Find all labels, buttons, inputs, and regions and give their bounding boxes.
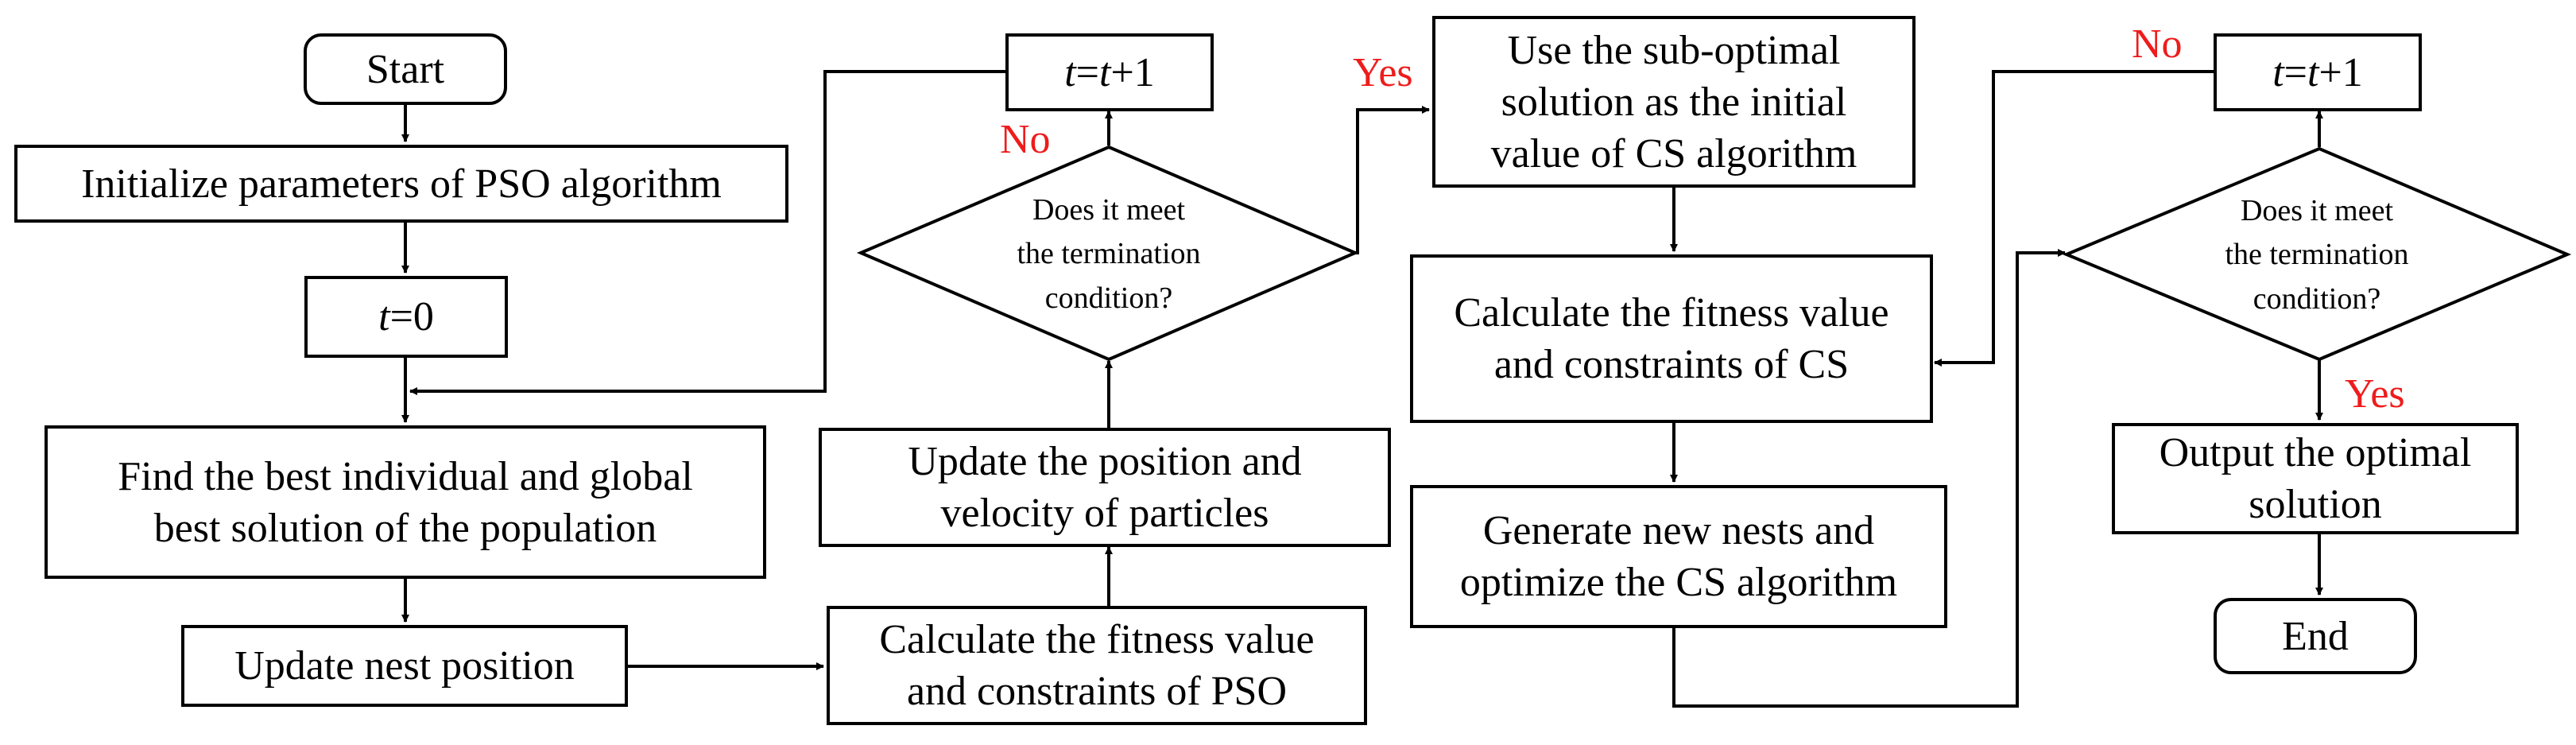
increment-t-box-pso: t=t+1 — [1005, 33, 1214, 111]
sub-optimal-box: Use the sub-optimal solution as the init… — [1432, 16, 1916, 188]
decision-diamond-pso — [856, 145, 1360, 362]
termination-question-pso: Does it meet the termination condition? — [1017, 193, 1201, 315]
update-nest-label: Update nest position — [234, 643, 575, 689]
calc-pso-label: Calculate the fitness value and constrai… — [879, 617, 1315, 714]
calc-cs-box: Calculate the fitness value and constrai… — [1410, 254, 1933, 423]
t-zero-rest: =0 — [389, 294, 434, 340]
increment-t-box-cs: t=t+1 — [2214, 33, 2422, 111]
arrow-gen-to-decision2 — [1672, 249, 2066, 708]
calc-cs-label: Calculate the fitness value and constrai… — [1454, 290, 1889, 387]
start-label: Start — [366, 46, 445, 92]
init-pso-label: Initialize parameters of PSO algorithm — [81, 161, 722, 207]
arrow-decision1-yes — [1355, 106, 1430, 254]
find-best-box: Find the best individual and global best… — [45, 425, 766, 579]
end-terminal: End — [2214, 598, 2417, 674]
generate-nests-box: Generate new nests and optimize the CS a… — [1410, 485, 1947, 628]
decision-diamond-cs — [2062, 146, 2572, 362]
update-nest-box: Update nest position — [181, 625, 628, 707]
start-terminal: Start — [304, 33, 507, 105]
output-label: Output the optimal solution — [2159, 430, 2472, 527]
update-position-label: Update the position and velocity of part… — [908, 439, 1302, 536]
t-zero-label: t=0 — [378, 291, 434, 343]
no-label-cs: No — [2132, 21, 2183, 67]
increment-t-label-cs: t=t+1 — [2272, 49, 2363, 95]
t-zero-box: t=0 — [304, 276, 508, 358]
t-zero-var: t — [378, 294, 390, 340]
generate-nests-label: Generate new nests and optimize the CS a… — [1459, 508, 1898, 605]
yes-label-pso: Yes — [1353, 50, 1413, 95]
sub-optimal-label: Use the sub-optimal solution as the init… — [1490, 27, 1857, 177]
update-position-box: Update the position and velocity of part… — [819, 428, 1391, 547]
calc-pso-box: Calculate the fitness value and constrai… — [827, 606, 1367, 725]
end-label: End — [2282, 613, 2349, 659]
output-box: Output the optimal solution — [2112, 423, 2519, 534]
no-label-pso: No — [1000, 117, 1051, 162]
init-pso-box: Initialize parameters of PSO algorithm — [14, 145, 788, 223]
find-best-label: Find the best individual and global best… — [118, 453, 693, 551]
arrow-loop2-back — [1934, 70, 2214, 367]
increment-t-label-pso: t=t+1 — [1064, 49, 1155, 95]
termination-question-cs: Does it meet the termination condition? — [2225, 194, 2409, 316]
yes-label-cs: Yes — [2345, 371, 2405, 417]
arrow-loop1-back — [409, 70, 1005, 395]
